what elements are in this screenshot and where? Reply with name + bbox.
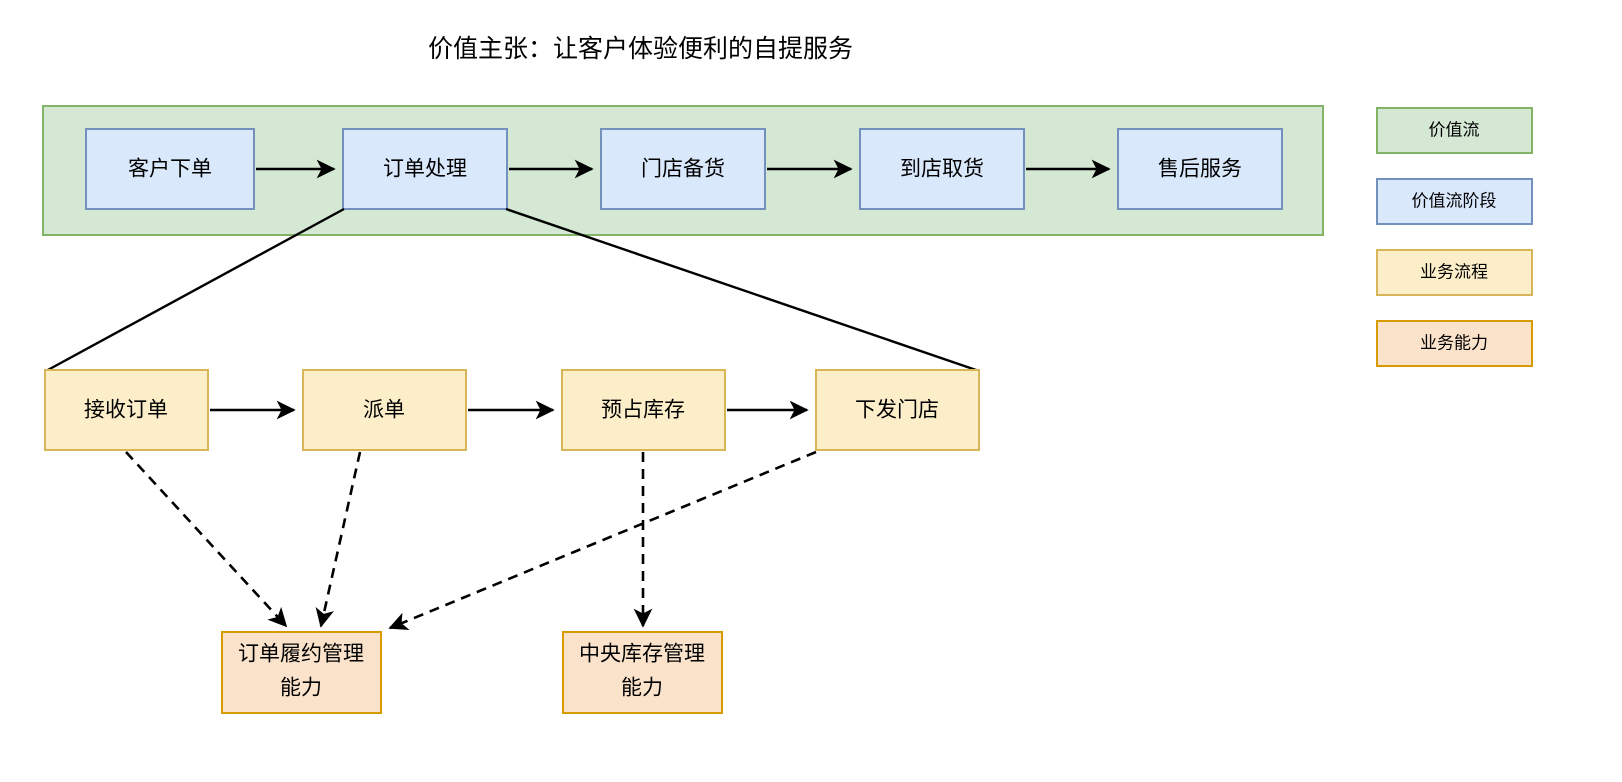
process-node-assign-order[interactable]: 派单 xyxy=(302,369,467,451)
legend-item-business-process[interactable]: 业务流程 xyxy=(1376,249,1533,296)
process-label: 预占库存 xyxy=(601,399,685,422)
stage-node-customer-order[interactable]: 客户下单 xyxy=(85,128,255,210)
stage-node-after-sales[interactable]: 售后服务 xyxy=(1117,128,1283,210)
stage-node-order-processing[interactable]: 订单处理 xyxy=(342,128,508,210)
legend-swatch-value-stream[interactable] xyxy=(1376,107,1533,154)
stage-node-store-stocking[interactable]: 门店备货 xyxy=(600,128,766,210)
legend-label-value-stream-stage: 价值流阶段 xyxy=(1412,191,1497,210)
stage-label: 订单处理 xyxy=(383,158,467,181)
dashed-link-receive-order-to-fulfillment-capability xyxy=(125,451,288,628)
legend: 价值流 价值流阶段 业务流程 业务能力 xyxy=(1376,107,1533,367)
stage-box[interactable] xyxy=(85,128,255,210)
process-box[interactable] xyxy=(302,369,467,451)
legend-label-value-stream: 价值流 xyxy=(1429,120,1480,139)
legend-swatch-business-capability[interactable] xyxy=(1376,320,1533,367)
process-box[interactable] xyxy=(561,369,726,451)
legend-item-value-stream-stage[interactable]: 价值流阶段 xyxy=(1376,178,1533,225)
stage-label: 客户下单 xyxy=(128,158,212,181)
capability-box[interactable] xyxy=(562,631,723,714)
capability-label-line1: 订单履约管理 xyxy=(238,643,364,666)
process-box[interactable] xyxy=(815,369,980,451)
legend-swatch-business-process[interactable] xyxy=(1376,249,1533,296)
stage-box[interactable] xyxy=(342,128,508,210)
stage-node-store-pickup[interactable]: 到店取货 xyxy=(859,128,1025,210)
capability-node-order-fulfillment[interactable]: 订单履约管理 能力 xyxy=(221,631,382,714)
process-label: 派单 xyxy=(363,399,405,422)
process-box[interactable] xyxy=(44,369,209,451)
process-node-dispatch-store[interactable]: 下发门店 xyxy=(815,369,980,451)
legend-swatch-value-stream-stage[interactable] xyxy=(1376,178,1533,225)
capability-label-line2: 能力 xyxy=(621,677,663,700)
capability-node-central-inventory[interactable]: 中央库存管理 能力 xyxy=(562,631,723,714)
legend-item-business-capability[interactable]: 业务能力 xyxy=(1376,320,1533,367)
capability-label-line2: 能力 xyxy=(280,677,322,700)
link-order-processing-to-dispatch-store xyxy=(505,207,980,373)
diagram-title: 价值主张：让客户体验便利的自提服务 xyxy=(428,35,853,63)
process-node-receive-order[interactable]: 接收订单 xyxy=(44,369,209,451)
dashed-link-assign-order-to-fulfillment-capability xyxy=(315,451,362,628)
stage-box[interactable] xyxy=(1117,128,1283,210)
capability-box[interactable] xyxy=(221,631,382,714)
link-order-processing-to-receive-order xyxy=(45,207,345,373)
dashed-link-dispatch-store-to-fulfillment-capability xyxy=(388,450,817,631)
legend-label-business-capability: 业务能力 xyxy=(1420,333,1488,352)
stage-label: 到店取货 xyxy=(900,158,984,181)
legend-label-business-process: 业务流程 xyxy=(1420,262,1488,281)
stage-label: 门店备货 xyxy=(641,158,725,181)
process-label: 接收订单 xyxy=(84,399,168,422)
legend-item-value-stream[interactable]: 价值流 xyxy=(1376,107,1533,154)
stage-label: 售后服务 xyxy=(1158,158,1242,181)
capability-label-line1: 中央库存管理 xyxy=(579,643,705,666)
stage-box[interactable] xyxy=(600,128,766,210)
stage-box[interactable] xyxy=(859,128,1025,210)
process-label: 下发门店 xyxy=(855,399,939,422)
process-node-reserve-inventory[interactable]: 预占库存 xyxy=(561,369,726,451)
